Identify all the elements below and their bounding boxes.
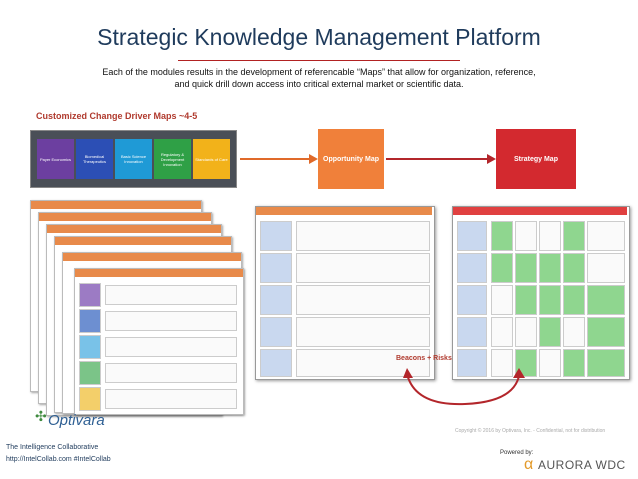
panel-row-label: [260, 221, 292, 251]
flow-arrowhead: [487, 154, 496, 164]
strategy-cell-green: [563, 349, 585, 377]
strategy-cell-green: [587, 349, 625, 377]
strategy-cell-green: [539, 253, 561, 283]
card-row-image: [79, 361, 101, 385]
driver-swatch[interactable]: Standards of Care: [193, 139, 230, 179]
beacons-arrow: [395, 368, 535, 418]
card-header-bar: [39, 213, 211, 221]
aurora-wdc-logo: AURORA WDC: [538, 458, 626, 472]
panel-row-cells: [296, 317, 430, 347]
card-row-image: [79, 309, 101, 333]
panel-row-label: [457, 317, 487, 347]
strategy-cell: [491, 317, 513, 347]
org-name: The Intelligence Collaborative: [6, 442, 111, 454]
panel-row-cells: [296, 221, 430, 251]
panel-row-label: [457, 253, 487, 283]
page-title: Strategic Knowledge Management Platform: [0, 24, 638, 51]
beacons-risks-label: Beacons + Risks: [396, 355, 452, 362]
opportunity-map-panel[interactable]: [255, 206, 435, 380]
panel-header-bar: [256, 207, 432, 215]
strategy-cell: [515, 221, 537, 251]
strategy-cell-green: [563, 253, 585, 283]
driver-swatch[interactable]: Basic Science Innovation: [115, 139, 152, 179]
map-card-front[interactable]: [74, 268, 244, 415]
driver-swatch[interactable]: Payer Economics: [37, 139, 74, 179]
card-header-bar: [75, 269, 243, 277]
subtitle-line-2: and quick drill down access into critica…: [70, 78, 568, 90]
card-header-bar: [55, 237, 231, 245]
strategy-cell-green: [587, 285, 625, 315]
card-row-image: [79, 335, 101, 359]
card-row-cells: [105, 363, 237, 383]
card-row-image: [79, 283, 101, 307]
strategy-cell-green: [539, 285, 561, 315]
strategy-cell-green: [563, 285, 585, 315]
change-driver-maps-label: Customized Change Driver Maps ~4-5: [36, 111, 197, 121]
panel-row-cells: [296, 253, 430, 283]
panel-row-label: [260, 253, 292, 283]
aurora-alpha-icon: α: [524, 456, 533, 474]
strategy-cell-green: [515, 253, 537, 283]
org-link[interactable]: http://IntelCollab.com #IntelCollab: [6, 454, 111, 466]
card-row-cells: [105, 337, 237, 357]
strategy-cell: [515, 317, 537, 347]
card-header-bar: [31, 201, 201, 209]
strategy-cell-green: [587, 317, 625, 347]
strategy-cell: [563, 317, 585, 347]
change-driver-panel[interactable]: Payer Economics Biomedical Therapeutics …: [30, 130, 237, 188]
card-header-bar: [47, 225, 221, 233]
panel-row-label: [260, 285, 292, 315]
panel-row-label: [457, 221, 487, 251]
optivara-logo-icon: ✣: [35, 408, 47, 425]
panel-row-label: [260, 317, 292, 347]
title-underline: [178, 60, 460, 61]
subtitle-line-1: Each of the modules results in the devel…: [70, 66, 568, 78]
strategy-cell: [539, 349, 561, 377]
strategy-map-box[interactable]: Strategy Map: [496, 129, 576, 189]
opportunity-map-box[interactable]: Opportunity Map: [318, 129, 384, 189]
strategy-cell-green: [491, 253, 513, 283]
page-subtitle: Each of the modules results in the devel…: [70, 66, 568, 90]
flow-arrow-line: [240, 158, 310, 160]
driver-swatch[interactable]: Biomedical Therapeutics: [76, 139, 113, 179]
copyright-notice: Copyright © 2016 by Optivara, Inc. - Con…: [455, 428, 605, 434]
panel-row-label: [260, 349, 292, 377]
strategy-cell: [491, 285, 513, 315]
flow-arrow-line: [386, 158, 488, 160]
panel-row-cells: [296, 285, 430, 315]
card-header-bar: [63, 253, 241, 261]
strategy-cell-green: [563, 221, 585, 251]
strategy-cell-green: [491, 221, 513, 251]
card-row-cells: [105, 389, 237, 409]
strategy-cell: [587, 221, 625, 251]
card-row-image: [79, 387, 101, 411]
strategy-map-panel[interactable]: [452, 206, 630, 380]
driver-swatch[interactable]: Regulatory & Development Innovation: [154, 139, 191, 179]
strategy-cell: [587, 253, 625, 283]
flow-arrowhead: [309, 154, 318, 164]
panel-row-label: [457, 285, 487, 315]
card-row-cells: [105, 311, 237, 331]
footer-org-info: The Intelligence Collaborative http://In…: [6, 442, 111, 466]
strategy-cell: [539, 221, 561, 251]
panel-header-bar: [453, 207, 627, 215]
strategy-cell-green: [539, 317, 561, 347]
optivara-logo: Optivara: [48, 412, 105, 429]
card-row-cells: [105, 285, 237, 305]
strategy-cell-green: [515, 285, 537, 315]
